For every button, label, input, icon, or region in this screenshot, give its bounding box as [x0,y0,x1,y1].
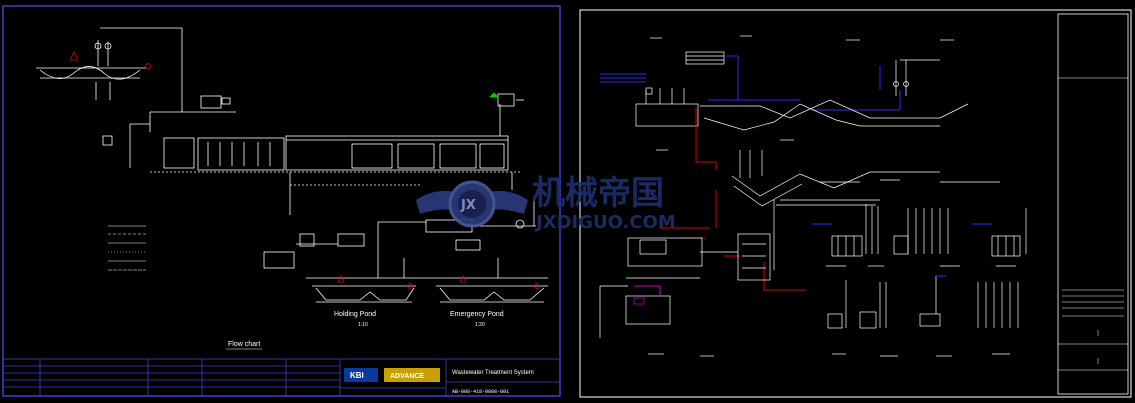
project-title: Wastewater Treatment System [452,370,534,376]
middle-equipment [263,172,548,279]
right-title-column [1057,13,1129,395]
watermark: JX 机械帝国 JXDIGUO.COM [416,173,676,233]
flow-chart-caption: Flow chart [228,341,260,348]
watermark-chinese: 机械帝国 [532,173,664,212]
control-unit [102,95,236,168]
detail-units [820,179,1027,357]
holding-pond [312,275,416,303]
lower-left-units [599,233,771,357]
right-title-grid [1058,289,1128,371]
treatment-train [150,92,524,190]
holding-pond-label: Holding Pond [334,311,376,318]
advance-logo [384,368,440,382]
kbi-logo [344,368,378,382]
gear-badge-text: JX [460,198,476,213]
drawing-number: AB-008-418-0008-001 [452,389,509,395]
advance-logo-text: ADVANCE [390,373,424,380]
magenta-lines [634,285,661,296]
right-sheet [579,9,1132,398]
gear-badge-inner [458,190,486,218]
red-lines [660,108,806,291]
upper-equipment [635,35,969,151]
kbi-logo-text: KBI [350,371,364,380]
left-sheet: Holding Pond 1:10 Emergency Pond 1:20 Fl… [2,5,561,397]
watermark-url: JXDIGUO.COM [534,212,676,233]
holding-pond-scale: 1:10 [358,322,368,328]
mid-process [731,150,940,270]
right-sheet-frame [579,9,1132,398]
intake-pond [36,27,183,112]
inlet-lines [600,55,901,111]
emergency-pond [436,275,548,303]
title-block [2,358,561,397]
legend [108,225,146,271]
emergency-pond-label: Emergency Pond [450,311,504,318]
blue-detail-lines [812,223,992,277]
emergency-pond-scale: 1:20 [475,322,485,328]
